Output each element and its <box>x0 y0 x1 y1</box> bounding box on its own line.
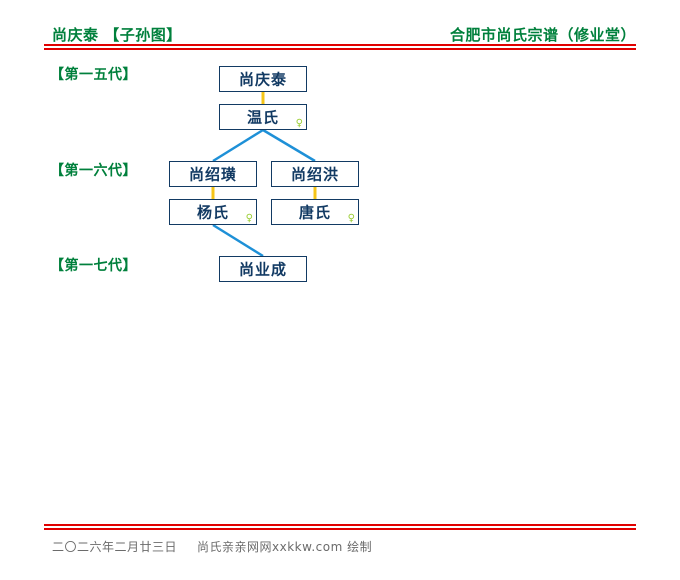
person-name: 尚绍璜 <box>188 165 237 184</box>
generation-label: 【第一六代】 <box>50 163 137 179</box>
person-box[interactable]: 尚庆泰 <box>219 66 307 92</box>
spouse-connector-group <box>211 92 317 199</box>
person-name: 尚绍洪 <box>290 165 339 184</box>
header-divider-rule <box>44 44 636 50</box>
person-box[interactable]: 尚绍璜 <box>169 161 257 187</box>
page-header: 尚庆泰 【子孙图】 合肥市尚氏宗谱（修业堂） <box>44 24 636 46</box>
chart-title-right: 合肥市尚氏宗谱（修业堂） <box>449 26 636 44</box>
person-box[interactable]: 尚业成 <box>219 256 307 282</box>
person-name: 尚庆泰 <box>238 70 287 89</box>
child-connector-group <box>212 128 316 258</box>
child-connector <box>262 128 316 163</box>
footer-divider-rule <box>44 524 636 530</box>
footer-site-credit: 尚氏亲亲网网xxkkw.com 绘制 <box>197 540 373 554</box>
person-name: 唐氏 <box>298 203 331 222</box>
person-name: 温氏 <box>246 108 279 127</box>
child-connector <box>212 223 264 258</box>
person-name: 杨氏 <box>196 203 229 222</box>
footer-date: 二〇二六年二月廿三日 <box>52 540 178 554</box>
chart-title-left: 尚庆泰 【子孙图】 <box>52 26 182 44</box>
person-name: 尚业成 <box>238 260 287 279</box>
person-box[interactable]: 尚绍洪 <box>271 161 359 187</box>
female-symbol-icon: ♀ <box>295 118 303 129</box>
generation-label: 【第一五代】 <box>50 67 137 83</box>
generation-label: 【第一七代】 <box>50 258 137 274</box>
person-box[interactable]: 温氏 ♀ <box>219 104 307 130</box>
person-box[interactable]: 杨氏 ♀ <box>169 199 257 225</box>
female-symbol-icon: ♀ <box>347 213 355 224</box>
child-connector <box>212 128 264 163</box>
person-box[interactable]: 唐氏 ♀ <box>271 199 359 225</box>
female-symbol-icon: ♀ <box>245 213 253 224</box>
